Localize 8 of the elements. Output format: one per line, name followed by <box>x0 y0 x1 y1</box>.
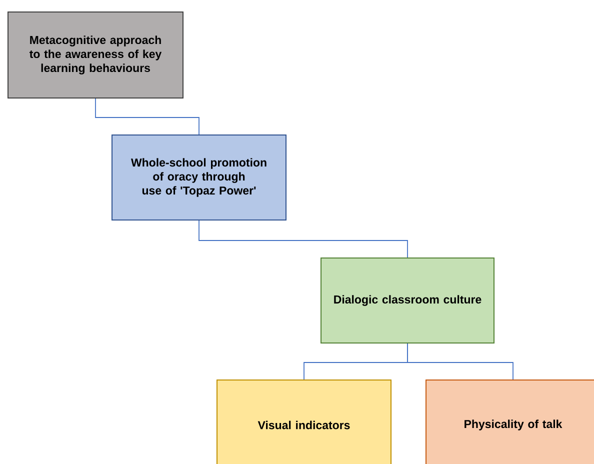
process-box: Whole-school promotion of oracy through use of 'Topaz Power' <box>112 134 286 220</box>
process-box: Visual indicators <box>216 380 392 464</box>
process-box: Physicality of talk <box>426 380 594 464</box>
connector-line <box>198 220 408 258</box>
connector-line <box>95 98 200 135</box>
connector-line <box>407 343 514 380</box>
process-box: Dialogic classroom culture <box>320 258 494 344</box>
process-box: Metacognitive approach to the awareness of key learning behaviours <box>8 12 184 98</box>
